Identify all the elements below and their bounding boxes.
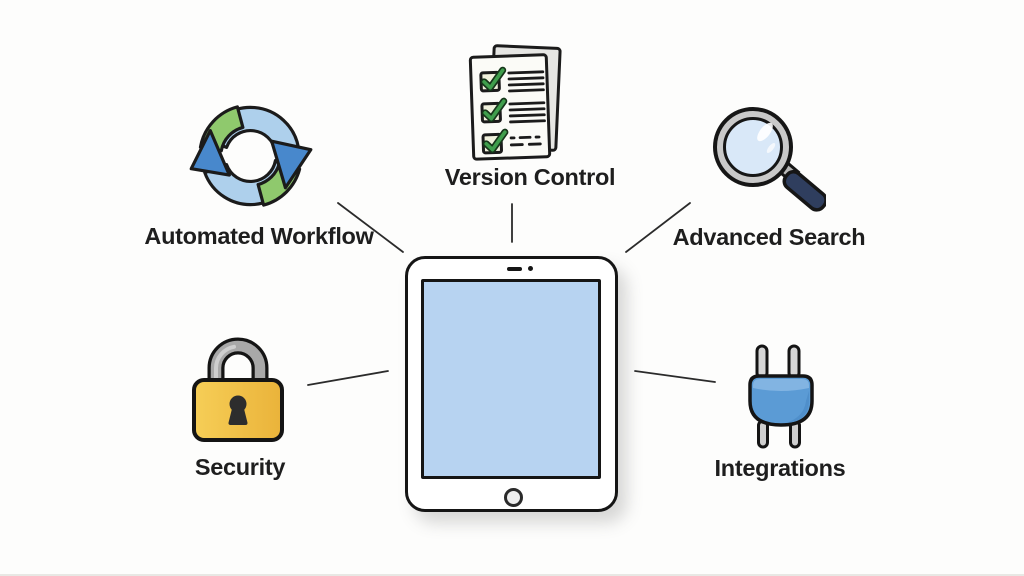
cycle-right-arrowhead [270, 139, 313, 190]
checklist-rows [479, 66, 546, 155]
tablet-home-button [503, 488, 523, 507]
padlock-icon [192, 337, 284, 442]
plug-body-highlight [753, 379, 809, 391]
plug-body-shade [786, 391, 809, 423]
feature-label-automated-workflow: Automated Workflow [144, 223, 374, 249]
check-marks [480, 66, 509, 154]
feature-label-version-control: Version Control [444, 164, 616, 190]
connector-search-tablet [625, 202, 691, 253]
tablet-screen [420, 278, 601, 479]
plug-icon [748, 344, 814, 449]
connector-integrations-tablet [634, 370, 716, 383]
tablet-camera-dot [528, 266, 533, 271]
tablet-speaker-slot [506, 266, 522, 271]
connector-security-tablet [307, 370, 389, 386]
feature-label-integrations: Integrations [714, 455, 846, 481]
feature-label-advanced-search: Advanced Search [672, 224, 866, 250]
cycle-left-arrowhead [189, 129, 231, 177]
connector-workflow-tablet [337, 202, 404, 253]
plug-prongs-top [755, 344, 801, 380]
cycle-arrows-icon [189, 105, 313, 207]
tablet-illustration [405, 256, 618, 512]
padlock-shackle [207, 337, 269, 390]
checklist-documents-icon [468, 44, 562, 161]
document-front-page [468, 53, 552, 161]
magnifying-glass-icon [713, 107, 826, 212]
bottom-edge-line [0, 574, 1024, 576]
padlock-keyhole [228, 395, 248, 425]
lens-highlight [757, 122, 773, 142]
feature-label-security: Security [194, 454, 286, 480]
document-text-lines [507, 70, 546, 147]
lens-highlight-small [766, 143, 776, 153]
magnifier-handle [782, 169, 826, 212]
